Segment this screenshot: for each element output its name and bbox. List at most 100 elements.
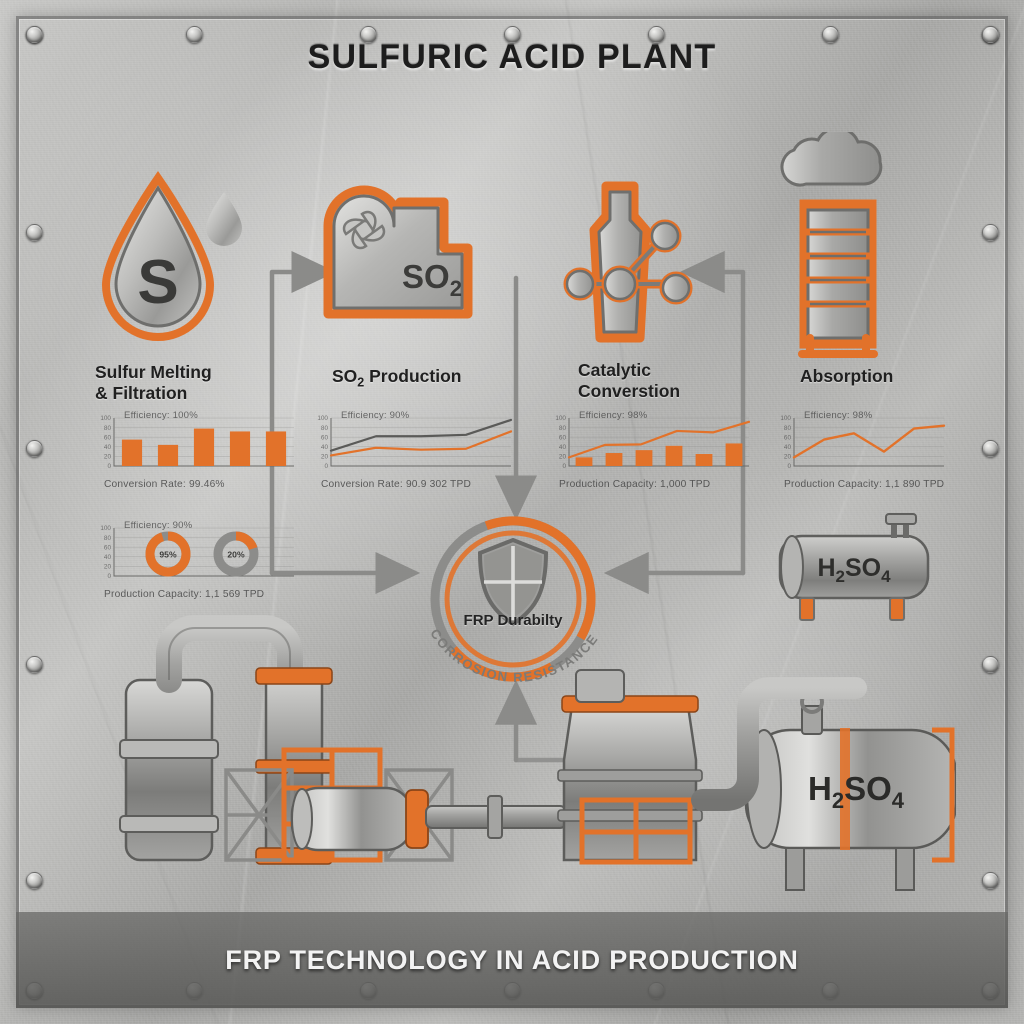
footer-caption: FRP TECHNOLOGY IN ACID PRODUCTION: [225, 944, 799, 975]
chart2-efficiency-label: Efficiency: 90%: [341, 410, 410, 421]
donut-value-label: 20%: [227, 549, 245, 559]
badge-ring: [430, 516, 596, 682]
product-tank: H2SO4: [744, 690, 956, 891]
right-orange-rail: [932, 727, 955, 863]
badge-label: FRP Durabilty: [463, 612, 563, 629]
rivet: [648, 26, 665, 43]
svg-text:0: 0: [787, 463, 791, 470]
storage-tank-formula: H2SO4: [817, 554, 891, 586]
step-label-absorption: Absorption: [800, 366, 960, 387]
rivet: [26, 872, 43, 889]
elbow-pipe: [156, 615, 303, 733]
rivet: [982, 656, 999, 673]
step2-label-line2: Production: [364, 366, 462, 386]
chart1-efficiency-label: Efficiency: 100%: [124, 410, 198, 421]
svg-text:0: 0: [324, 463, 328, 470]
svg-text:20: 20: [104, 454, 112, 461]
donut-value-label: 95%: [159, 549, 177, 559]
chart2-caption: Conversion Rate: 90.9 302 TPD: [321, 479, 472, 490]
rivet: [186, 26, 203, 43]
rivet: [26, 224, 43, 241]
rivet: [982, 872, 999, 889]
sulfur-symbol-text: S: [137, 248, 178, 317]
svg-text:60: 60: [784, 434, 792, 441]
rivet: [504, 26, 521, 43]
h2so4-storage-tank-icon: H2SO4: [766, 512, 942, 630]
chart3-caption: Production Capacity: 1,000 TPD: [559, 479, 711, 490]
product-tank-formula: H2SO4: [808, 770, 905, 813]
svg-text:60: 60: [104, 434, 112, 441]
sulfur-droplet-icon: S: [96, 170, 246, 355]
svg-text:100: 100: [555, 415, 566, 422]
svg-text:20: 20: [784, 454, 792, 461]
so2-icon-text: SO2: [402, 258, 462, 301]
svg-text:100: 100: [780, 415, 791, 422]
frp-durability-badge[interactable]: FRP Durabilty CORROSION RESISTANCE: [422, 508, 604, 690]
rivet: [26, 440, 43, 457]
step-label-catalytic-conversion: Catalytic Converstion: [578, 360, 768, 403]
svg-text:100: 100: [317, 415, 328, 422]
svg-text:40: 40: [104, 554, 112, 561]
svg-text:80: 80: [559, 425, 567, 432]
chart-absorption: Efficiency: 98% 0 20 40 60 80 100 Production …: [778, 410, 948, 490]
rivet: [982, 26, 999, 43]
chart4-caption: Production Capacity: 1,1 890 TPD: [784, 479, 945, 490]
step3-label-line2: Converstion: [578, 381, 681, 402]
svg-text:20: 20: [104, 564, 112, 571]
chart1-caption: Conversion Rate: 99.46%: [104, 479, 225, 490]
step1-label-line1: Sulfur Melting: [95, 362, 212, 382]
svg-text:60: 60: [559, 434, 567, 441]
chart4-efficiency-label: Efficiency: 98%: [804, 410, 873, 421]
svg-text:80: 80: [784, 425, 792, 432]
step4-label-line1: Absorption: [800, 366, 894, 386]
left-vessel: [119, 678, 219, 862]
step1-label-line2: & Filtration: [95, 383, 188, 404]
plant-equipment-illustration: H2SO4: [119, 615, 956, 891]
reactor-scaffold: [579, 797, 693, 865]
svg-text:40: 40: [784, 444, 792, 451]
svg-text:0: 0: [107, 573, 111, 580]
center-reactor: [557, 669, 703, 862]
step-label-so2-production: SO2 Production: [332, 366, 532, 391]
svg-text:20: 20: [321, 454, 329, 461]
blower-furnace-icon: SO2: [320, 182, 480, 342]
footer-bar: FRP TECHNOLOGY IN ACID PRODUCTION: [16, 912, 1008, 1008]
svg-text:0: 0: [562, 463, 566, 470]
chart5-caption: Production Capacity: 1,1 569 TPD: [104, 589, 265, 600]
chart3-efficiency-label: Efficiency: 98%: [579, 410, 648, 421]
rivet: [822, 26, 839, 43]
svg-text:0: 0: [107, 463, 111, 470]
rivet: [360, 26, 377, 43]
chart5-efficiency-label: Efficiency: 90%: [124, 520, 193, 531]
badge-arc-text: CORROSION RESISTANCE: [427, 626, 599, 685]
svg-text:40: 40: [321, 444, 329, 451]
rivet: [982, 224, 999, 241]
chart-sulfur-melting: Efficiency: 100% 0 20 40 60 80 100 Conversion…: [98, 410, 298, 490]
horizontal-drum: [290, 786, 429, 852]
shield-icon: [477, 537, 549, 627]
svg-text:80: 80: [104, 535, 112, 542]
rivet: [26, 26, 43, 43]
rivet: [982, 440, 999, 457]
rivet: [26, 656, 43, 673]
svg-text:40: 40: [559, 444, 567, 451]
svg-text:40: 40: [104, 444, 112, 451]
svg-text:20: 20: [559, 454, 567, 461]
svg-text:100: 100: [100, 525, 111, 532]
step2-label-line1: SO: [332, 366, 358, 386]
svg-text:60: 60: [104, 544, 112, 551]
catalytic-converter-icon: [562, 168, 712, 348]
step3-label-line1: Catalytic: [578, 360, 651, 380]
step-label-sulfur-melting: Sulfur Melting & Filtration: [95, 362, 310, 405]
step2-label-sub: 2: [357, 375, 365, 390]
chart-catalytic-conversion: Efficiency: 98% 0 20 40 60 80 100 Production …: [553, 410, 753, 490]
page-title: SULFURIC ACID PLANT: [307, 38, 717, 76]
small-droplet-icon: [206, 192, 242, 246]
emission-cloud-icon: [780, 126, 883, 187]
right-piping: [691, 677, 867, 811]
svg-text:100: 100: [100, 415, 111, 422]
svg-text:80: 80: [104, 425, 112, 432]
absorption-tower-icon: [772, 126, 904, 360]
svg-text:80: 80: [321, 425, 329, 432]
